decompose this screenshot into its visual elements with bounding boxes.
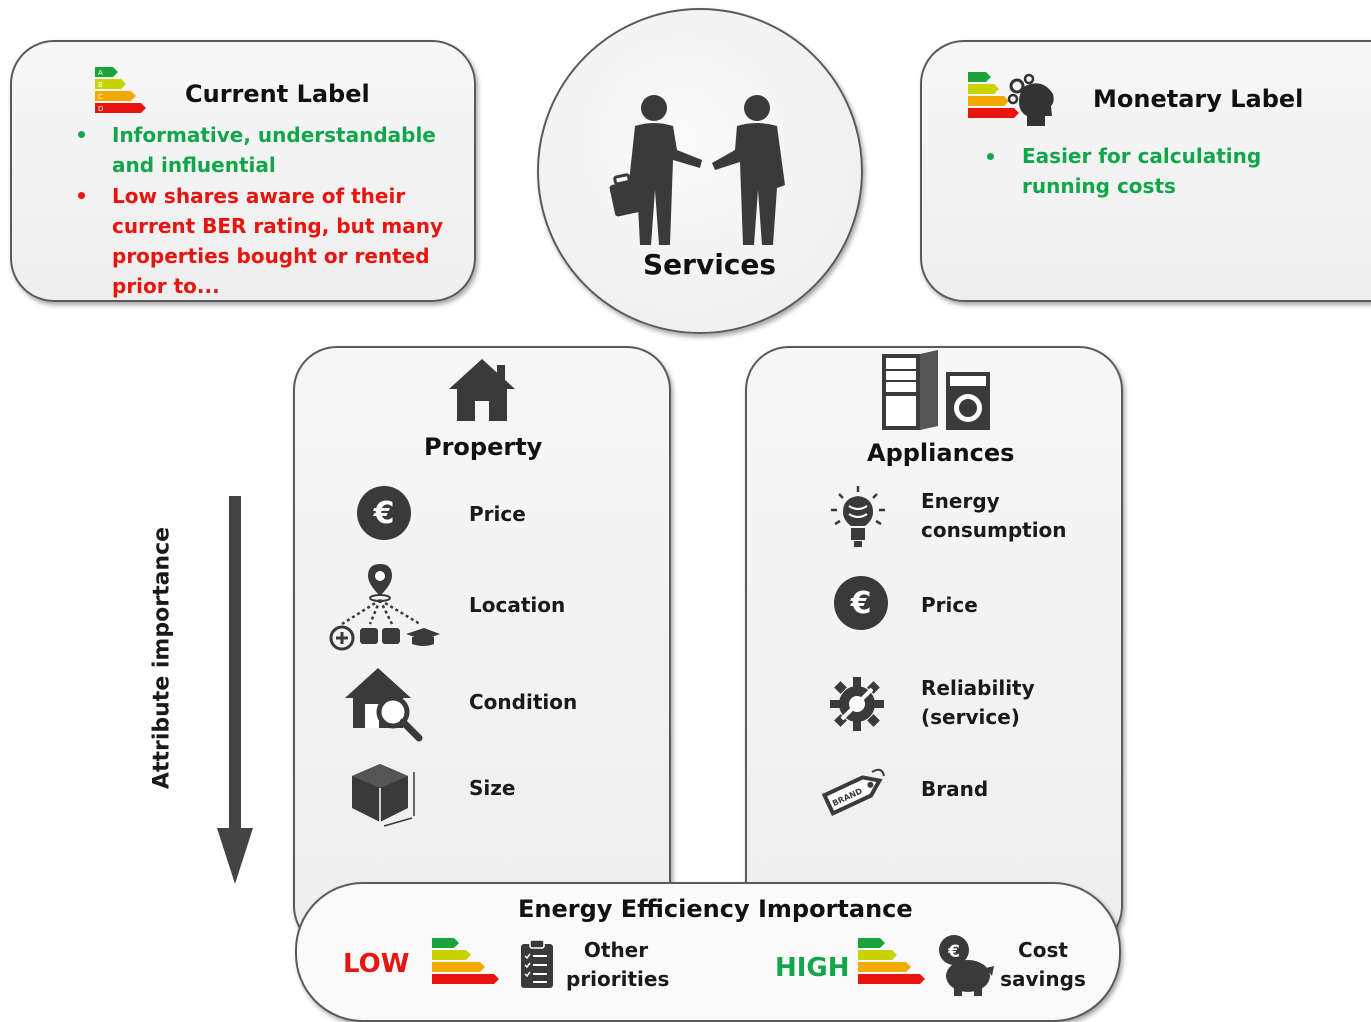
svg-text:C: C	[98, 93, 103, 101]
appliances-panel	[745, 346, 1123, 950]
brand-tag-icon: BRAND	[822, 768, 885, 816]
euro-coin-icon: €	[357, 486, 411, 540]
property-attr-condition: Condition	[469, 690, 578, 714]
svg-text:B: B	[98, 81, 103, 89]
appliance-attr-brand: Brand	[921, 777, 989, 801]
property-attr-location: Location	[469, 593, 566, 617]
checklist-clipboard-icon	[521, 939, 553, 988]
services-title: Services	[643, 248, 777, 281]
low-priorities-text: Other priorities	[566, 938, 670, 991]
property-title: Property	[424, 433, 543, 461]
energy-label-icon	[968, 72, 1019, 118]
services-circle	[537, 8, 863, 334]
euro-coin-icon: €	[834, 576, 888, 630]
cube-icon	[352, 764, 415, 827]
monetary-label-panel	[920, 40, 1371, 302]
thinking-head-gears-icon	[1007, 73, 1054, 126]
appliance-attr-energy: Energy consumption	[921, 489, 1067, 542]
piggy-bank-euro-icon: €	[939, 935, 994, 996]
energy-label-icon	[858, 938, 925, 984]
svg-text:A: A	[98, 69, 103, 77]
light-bulb-icon	[831, 486, 885, 547]
cost-savings-text: Cost savings	[1000, 938, 1086, 991]
svg-text:D: D	[98, 105, 103, 113]
property-attr-price: Price	[469, 502, 526, 526]
svg-text:€: €	[947, 942, 960, 962]
current-label-bullet-1: Informative, understandable and influent…	[112, 123, 436, 177]
appliance-attr-reliability: Reliability (service)	[921, 676, 1035, 729]
appliance-attr-price: Price	[921, 593, 978, 617]
svg-text:€: €	[850, 586, 872, 621]
efficiency-importance-title: Energy Efficiency Importance	[518, 895, 913, 923]
low-label: LOW	[343, 949, 410, 979]
current-label-bullet-2: Low shares aware of their current BER ra…	[112, 184, 443, 298]
current-label-panel	[10, 40, 476, 302]
property-panel	[293, 346, 671, 950]
high-label: HIGH	[775, 953, 850, 983]
energy-label-icon: A B C D	[95, 67, 146, 113]
location-pin-icon	[329, 564, 440, 651]
appliances-title: Appliances	[867, 439, 1015, 467]
bullet-dot	[78, 192, 85, 199]
bullet-dot	[78, 131, 85, 138]
bullet-dot	[987, 153, 994, 160]
importance-down-arrow	[217, 496, 253, 884]
house-icon	[449, 359, 515, 421]
energy-label-icon	[432, 938, 499, 984]
current-label-title: Current Label	[185, 80, 370, 108]
attribute-importance-label: Attribute importance	[149, 526, 175, 790]
svg-text:€: €	[373, 496, 395, 531]
monetary-label-bullet-1: Easier for calculating running costs	[1022, 144, 1262, 198]
property-attr-size: Size	[469, 776, 516, 800]
house-inspection-icon	[345, 668, 423, 742]
monetary-label-title: Monetary Label	[1093, 85, 1304, 113]
fridge-washer-icon	[882, 350, 990, 430]
handshake-people-icon	[609, 95, 785, 245]
gear-wrench-icon	[830, 677, 884, 731]
